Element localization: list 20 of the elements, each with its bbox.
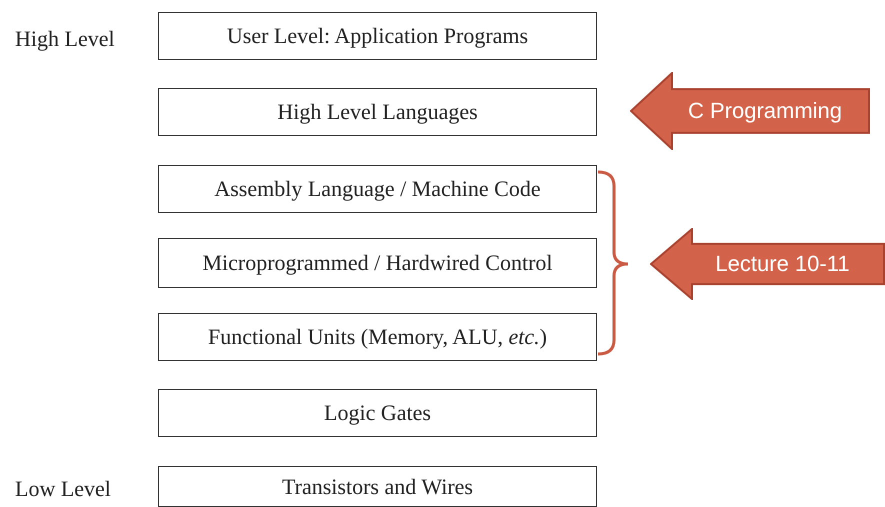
callout-text: Lecture 10-11 — [715, 251, 850, 277]
layer-box — [158, 165, 597, 213]
arrow-callout — [630, 72, 870, 150]
layer-box — [158, 12, 597, 60]
layer-box — [158, 88, 597, 136]
layer-box — [158, 466, 597, 507]
layer-box — [158, 313, 597, 361]
layer-label: Assembly Language / Machine Code — [214, 176, 541, 202]
layer-label: Microprogrammed / Hardwired Control — [202, 250, 553, 276]
level-label: Low Level — [15, 476, 111, 502]
layer-label: High Level Languages — [277, 99, 478, 125]
layer-label: Transistors and Wires — [282, 474, 473, 500]
callout-text: C Programming — [688, 98, 842, 124]
layer-box — [158, 389, 597, 437]
layer-box — [158, 238, 597, 288]
layer-label: Logic Gates — [324, 400, 431, 426]
arrow-callout — [650, 228, 885, 300]
layer-label: Functional Units (Memory, ALU, etc.) — [208, 324, 547, 350]
level-label: High Level — [15, 26, 115, 52]
layer-label: User Level: Application Programs — [226, 23, 528, 49]
